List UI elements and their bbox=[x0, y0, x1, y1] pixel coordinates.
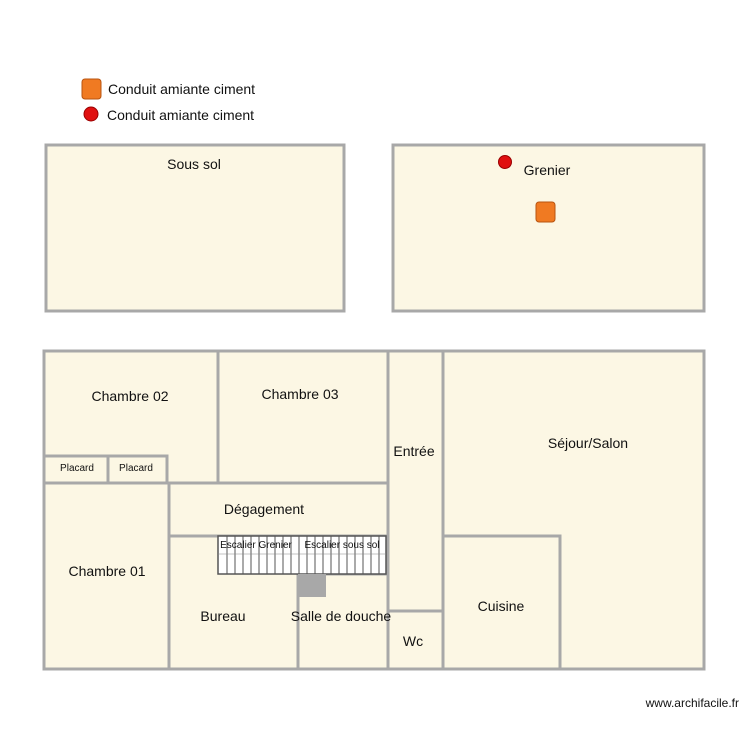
room-chambre-01[interactable] bbox=[42, 481, 171, 671]
stairs-grenier-label: Escalier Grenier bbox=[220, 540, 292, 551]
watermark: www.archifacile.fr bbox=[645, 696, 739, 710]
room-chambre-03-label: Chambre 03 bbox=[261, 386, 338, 402]
room-bureau-label: Bureau bbox=[200, 608, 245, 624]
main-floor bbox=[42, 349, 706, 671]
red-circle-icon bbox=[83, 106, 99, 122]
room-placard-2-label: Placard bbox=[119, 463, 153, 474]
room-cuisine[interactable] bbox=[441, 534, 562, 671]
room-cuisine-label: Cuisine bbox=[478, 598, 525, 614]
room-wc-label: Wc bbox=[403, 633, 423, 649]
stairs[interactable] bbox=[217, 535, 387, 575]
room-entree-label: Entrée bbox=[393, 443, 434, 459]
room-salle-de-douche-label: Salle de douche bbox=[291, 608, 392, 624]
level-grenier[interactable] bbox=[391, 143, 706, 313]
orange-square-icon[interactable] bbox=[535, 201, 556, 223]
legend-label-red: Conduit amiante ciment bbox=[107, 107, 254, 123]
room-chambre-01-label: Chambre 01 bbox=[68, 563, 145, 579]
legend-label-orange: Conduit amiante ciment bbox=[108, 81, 255, 97]
level-sous-sol[interactable] bbox=[44, 143, 346, 313]
room-chambre-03[interactable] bbox=[216, 349, 390, 485]
duct-block bbox=[298, 574, 326, 597]
level-sous-sol-label: Sous sol bbox=[167, 156, 221, 172]
level-grenier-label: Grenier bbox=[524, 162, 571, 178]
room-chambre-02-label: Chambre 02 bbox=[91, 388, 168, 404]
legend: Conduit amiante ciment Conduit amiante c… bbox=[81, 78, 255, 123]
room-placard-2[interactable] bbox=[106, 454, 169, 485]
room-entree[interactable] bbox=[386, 349, 445, 613]
stairs-sous-sol-label: Escalier sous sol bbox=[304, 540, 379, 551]
orange-square-icon bbox=[81, 78, 102, 100]
room-degagement-label: Dégagement bbox=[224, 501, 304, 517]
room-sejour-label: Séjour/Salon bbox=[548, 435, 628, 451]
room-placard-1-label: Placard bbox=[60, 463, 94, 474]
red-circle-icon[interactable] bbox=[498, 155, 512, 169]
